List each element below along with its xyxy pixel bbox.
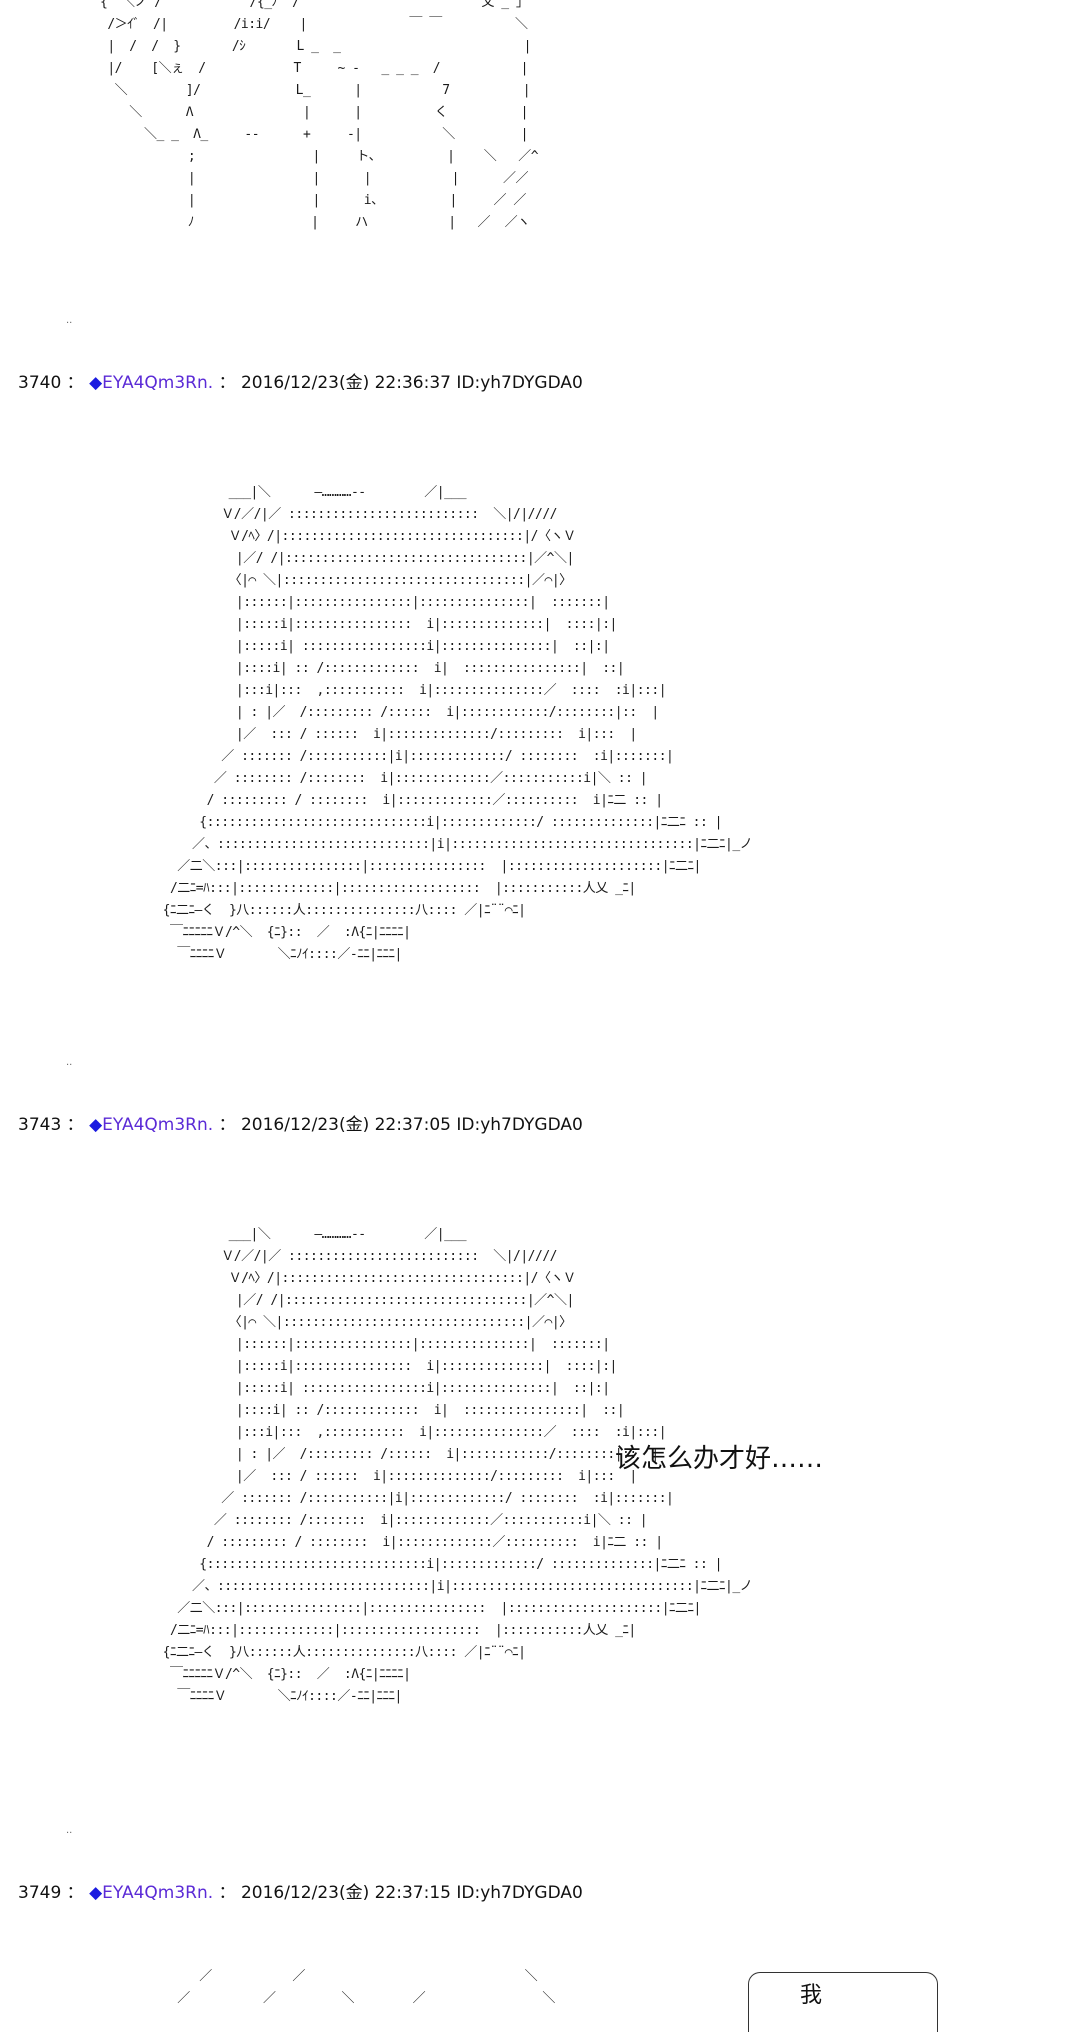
ascii-art-castle-1: ___|＼ ―…………‐‐ ／|___ Ｖ/／/|／ :::::::::::::… — [162, 485, 753, 962]
post-id: ID:yh7DYGDA0 — [456, 1883, 583, 1903]
post-colon: ： — [218, 373, 236, 393]
ellipsis-mark: .. — [66, 1825, 73, 1836]
post-number: 3740 — [18, 373, 62, 393]
speech-bubble-text: 我 — [800, 1983, 823, 2008]
trip-diamond-icon: ◆ — [89, 1115, 103, 1135]
ascii-art-figure-top: { ＼ノ / /{_ﾉ / ￣ ￣ ￣ ￣ 乂 _ ｣ /＞ｲ゛ /| /i:i… — [100, 0, 539, 230]
poster-name[interactable]: ◆EYA4Qm3Rn. — [89, 373, 213, 393]
post-colon: ： — [218, 1115, 236, 1135]
poster-name-text: EYA4Qm3Rn. — [102, 373, 214, 393]
post-separator: ： — [66, 373, 84, 393]
post-separator: ： — [66, 1115, 84, 1135]
trip-diamond-icon: ◆ — [89, 373, 103, 393]
post-id: ID:yh7DYGDA0 — [456, 373, 583, 393]
post-separator: ： — [66, 1883, 84, 1903]
post-datetime: 2016/12/23(金) 22:36:37 — [240, 373, 451, 393]
post-number: 3749 — [18, 1883, 62, 1903]
ellipsis-mark: .. — [66, 1057, 73, 1068]
post-number: 3743 — [18, 1115, 62, 1135]
poster-name-text: EYA4Qm3Rn. — [102, 1883, 214, 1903]
ascii-art-castle-2: ___|＼ ―…………‐‐ ／|___ Ｖ/／/|／ :::::::::::::… — [162, 1227, 753, 1704]
post-colon: ： — [218, 1883, 236, 1903]
speech-text: 该怎么办才好…… — [615, 1444, 824, 1474]
poster-name-text: EYA4Qm3Rn. — [102, 1115, 214, 1135]
post-header-3749: 3749 ： ◆EYA4Qm3Rn. ： 2016/12/23(金) 22:37… — [18, 1882, 583, 1904]
speech-bubble — [748, 1972, 938, 2032]
post-datetime: 2016/12/23(金) 22:37:15 — [240, 1883, 451, 1903]
post-header-3743: 3743 ： ◆EYA4Qm3Rn. ： 2016/12/23(金) 22:37… — [18, 1114, 583, 1136]
trip-diamond-icon: ◆ — [89, 1883, 103, 1903]
poster-name[interactable]: ◆EYA4Qm3Rn. — [89, 1115, 213, 1135]
poster-name[interactable]: ◆EYA4Qm3Rn. — [89, 1883, 213, 1903]
ascii-art-figure-bottom: ／ ／ ＼ ／ ／ ＼ ／ ＼ — [177, 1969, 555, 2006]
post-header-3740: 3740 ： ◆EYA4Qm3Rn. ： 2016/12/23(金) 22:36… — [18, 372, 583, 394]
ellipsis-mark: .. — [66, 315, 73, 326]
post-datetime: 2016/12/23(金) 22:37:05 — [240, 1115, 451, 1135]
post-id: ID:yh7DYGDA0 — [456, 1115, 583, 1135]
